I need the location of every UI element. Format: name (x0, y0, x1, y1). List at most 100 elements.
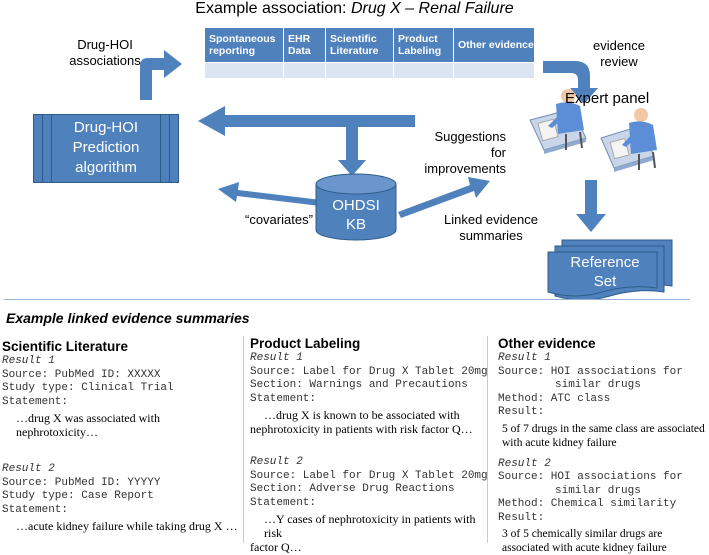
database-label: OHDSI KB (316, 196, 396, 234)
labeling-result-2-text2: factor Q… (250, 540, 302, 554)
result-study: Study type: Case Report (2, 490, 154, 502)
reference-set-label: Reference Set (550, 253, 660, 291)
result-label: Result: (498, 511, 545, 524)
literature-result-2-text: …acute kidney failure while taking drug … (16, 519, 238, 533)
arrow-up-to-table (140, 50, 182, 100)
arrow-down-to-reference (576, 180, 606, 232)
literature-result-1-text: …drug X was associated with nephrotoxici… (16, 411, 160, 439)
col-other-evidence: Other evidence (453, 27, 535, 63)
result-statement: Statement: (2, 503, 69, 516)
result-source: Source: HOI associations for (498, 471, 683, 483)
result-source: Source: HOI associations for (498, 365, 683, 378)
summaries-title: Example linked evidence summaries (6, 310, 250, 326)
result-source: Source: PubMed ID: YYYYY (2, 476, 161, 489)
col-product-labeling: Product Labeling (393, 27, 454, 63)
db-line: OHDSI (332, 197, 380, 214)
database-cylinder (315, 173, 397, 241)
labeling-result-1-text1: …drug X is known to be associated with (264, 408, 460, 422)
result-method: Method: ATC class (498, 392, 611, 405)
result-study: Study type: Clinical Trial (2, 382, 174, 394)
evidence-review-label: evidence review (590, 38, 648, 70)
drug-hoi-associations-label: Drug-HOI associations (65, 37, 145, 69)
result-head: Result 1 (498, 352, 551, 364)
ref-line: Reference (570, 254, 640, 271)
result-head: Result 1 (250, 352, 303, 364)
other-evidence-title: Other evidence (498, 336, 596, 351)
algo-line: Prediction (72, 139, 140, 156)
expert-panel-figure-2 (600, 108, 657, 172)
algo-right-bar (160, 115, 170, 182)
label-line: Suggestions for (434, 129, 506, 160)
other-result-1-text2: with acute kidney failure (502, 436, 617, 449)
evidence-table-row (204, 62, 535, 79)
ref-line: Set (593, 273, 617, 290)
linked-evidence-label: Linked evidence summaries (444, 212, 538, 244)
table-cell (393, 62, 454, 79)
column-divider (243, 336, 244, 543)
table-cell (453, 62, 535, 79)
suggestions-label: Suggestions for improvements (416, 129, 506, 177)
arrow-linked-evidence (398, 177, 490, 218)
result-head: Result 2 (250, 456, 303, 468)
column-divider (487, 336, 488, 543)
section-divider (4, 299, 690, 300)
arrow-suggestions (198, 106, 415, 136)
result-source-cont: similar drugs (555, 484, 641, 497)
db-line: KB (345, 216, 366, 233)
label-line: evidence (592, 38, 646, 53)
label-line: review (600, 54, 638, 69)
other-result-2-text1: 3 of 5 chemically similar drugs are (502, 528, 663, 540)
result-source-cont: similar drugs (555, 379, 641, 391)
result-source: Source: PubMed ID: XXXXX (2, 368, 161, 381)
title-association: Drug X – Renal Failure (350, 0, 514, 17)
literature-title: Scientific Literature (2, 339, 129, 354)
result-statement: Statement: (2, 395, 69, 408)
algo-line: Drug-HOI (73, 119, 139, 136)
result-head: Result 2 (2, 463, 55, 475)
title-prefix: Example association: (195, 0, 351, 17)
labeling-result-1-text2: nephrotoxicity in patients with risk fac… (250, 422, 473, 436)
diagram-title: Example association: Drug X – Renal Fail… (0, 0, 709, 18)
arrow-evidence-review (543, 61, 598, 104)
other-result-1-text1: 5 of 7 drugs in the same class are assoc… (502, 422, 705, 435)
arrow-down-to-kb (338, 127, 366, 176)
algo-text: Drug-HOI Prediction algorithm (34, 118, 178, 178)
expert-panel-label: Expert panel (565, 90, 650, 107)
algo-line: algorithm (75, 159, 137, 176)
result-statement: Statement: (250, 392, 317, 405)
other-result-2-text2: associated with acute kidney failure (502, 542, 667, 554)
evidence-table: Spontaneous reporting EHR Data Scientifi… (204, 27, 535, 79)
result-statement: Statement: (250, 496, 317, 509)
reference-set-shape (547, 239, 673, 300)
result-label: Result: (498, 406, 545, 418)
label-line: Linked evidence (444, 212, 538, 227)
label-line: associations (69, 53, 141, 68)
algo-left-bar (42, 115, 52, 182)
arrow-covariates (218, 182, 321, 206)
result-section: Section: Warnings and Precautions (250, 379, 468, 391)
col-ehr-data: EHR Data (283, 27, 326, 63)
result-source: Source: Label for Drug X Tablet 20mg (250, 469, 488, 482)
labeling-title: Product Labeling (250, 336, 361, 351)
table-cell (325, 62, 394, 79)
result-head: Result 1 (2, 355, 55, 367)
evidence-table-header: Spontaneous reporting EHR Data Scientifi… (204, 27, 535, 63)
diagram-arrows (140, 50, 673, 300)
result-method: Method: Chemical similarity (498, 498, 677, 510)
prediction-algorithm-box: Drug-HOI Prediction algorithm (33, 114, 179, 183)
col-scientific-literature: Scientific Literature (325, 27, 394, 63)
expert-panel-figure-1 (529, 89, 587, 154)
label-line: Drug-HOI (77, 37, 133, 52)
label-line: improvements (424, 161, 506, 176)
result-section: Section: Adverse Drug Reactions (250, 483, 455, 495)
covariates-label: “covariates” (245, 212, 313, 227)
labeling-result-2-text1: …Y cases of nephrotoxicity in patients w… (264, 512, 476, 540)
